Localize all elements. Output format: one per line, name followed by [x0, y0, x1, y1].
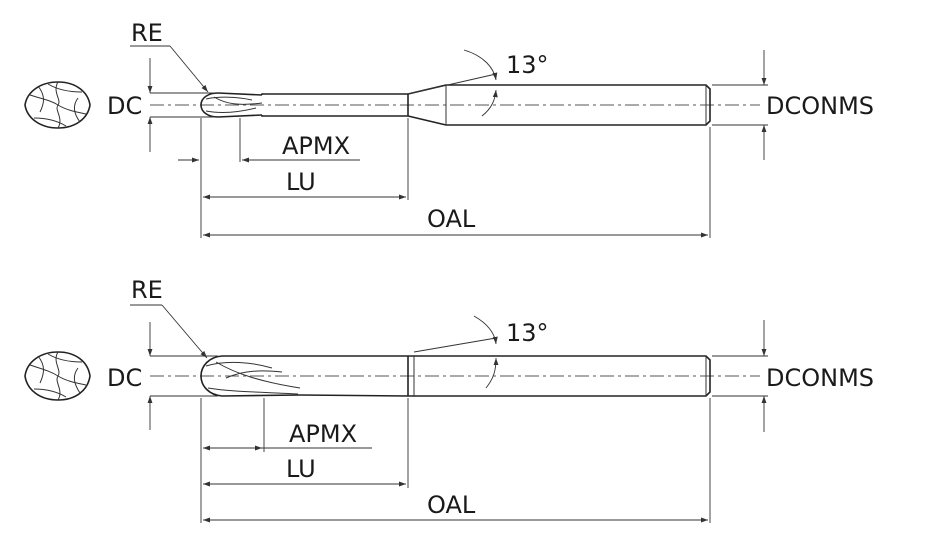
apmx-dimension: APMX [203, 420, 372, 451]
angle-label: 13° [506, 319, 549, 347]
oal-dimension: OAL [203, 491, 708, 523]
dconms-dimension: DCONMS [712, 50, 874, 160]
lu-label: LU [286, 455, 316, 483]
dconms-label: DCONMS [766, 364, 874, 392]
oal-label: OAL [427, 491, 476, 519]
angle-dimension: 13° [407, 49, 549, 117]
lu-dimension: LU [203, 168, 406, 200]
dc-label: DC [107, 92, 142, 120]
dc-dimension: DC [107, 58, 215, 152]
lu-label: LU [286, 168, 316, 196]
re-label: RE [131, 276, 163, 304]
end-view-icon [24, 81, 91, 129]
dc-dimension: DC [107, 322, 218, 430]
apmx-dimension: APMX [178, 132, 360, 163]
drawing-1: DC RE 13° DCONMS [24, 19, 874, 238]
lu-dimension: LU [203, 455, 406, 487]
end-view-icon [24, 351, 91, 401]
apmx-label: APMX [282, 132, 350, 160]
re-dimension: RE [130, 276, 208, 359]
angle-label: 13° [506, 51, 549, 79]
re-dimension: RE [130, 19, 209, 93]
dconms-dimension: DCONMS [712, 320, 874, 432]
oal-dimension: OAL [203, 205, 708, 238]
apmx-label: APMX [289, 420, 357, 448]
tool-body [200, 84, 711, 126]
dconms-label: DCONMS [766, 92, 874, 120]
dc-label: DC [107, 364, 142, 392]
drawing-2: DC RE 13° DCONMS [24, 276, 874, 523]
re-label: RE [131, 19, 163, 47]
tool-body [200, 355, 711, 397]
angle-dimension: 13° [413, 315, 549, 389]
oal-label: OAL [427, 205, 476, 233]
